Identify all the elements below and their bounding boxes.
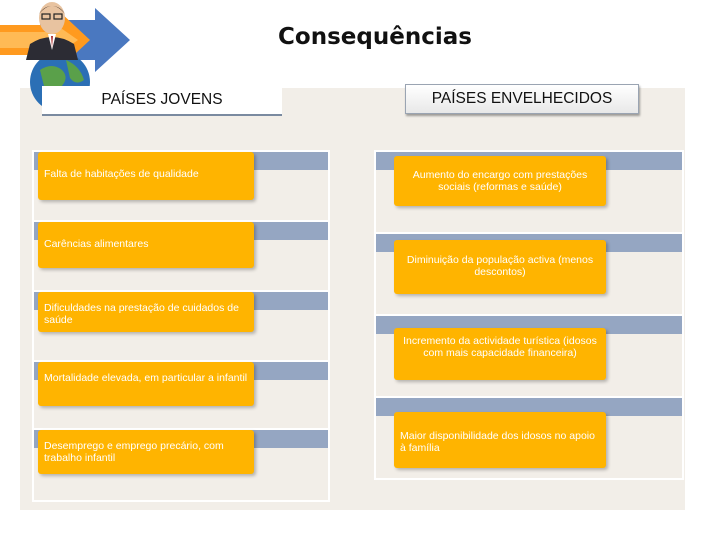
card-label: Diminuição da população activa (menos de… xyxy=(406,254,594,278)
frame-envelhecidos-4 xyxy=(374,396,684,480)
card-jovens-2: Carências alimentares xyxy=(38,222,254,268)
businessman-with-globe-and-arrows-icon xyxy=(0,2,130,112)
card-label: Falta de habitações de qualidade xyxy=(44,168,199,180)
card-label: Desemprego e emprego precário, com traba… xyxy=(44,440,224,464)
card-label: Incremento da actividade turística (idos… xyxy=(403,335,597,359)
card-label: Maior disponibilidade dos idosos no apoi… xyxy=(400,430,595,454)
card-jovens-5: Desemprego e emprego precário, com traba… xyxy=(38,430,254,474)
card-label: Dificuldades na prestação de cuidados de… xyxy=(44,302,239,326)
slide-title: Consequências xyxy=(278,24,472,50)
card-envelhecidos-2: Diminuição da população activa (menos de… xyxy=(394,240,606,294)
header-paises-envelhecidos: PAÍSES ENVELHECIDOS xyxy=(405,84,639,114)
card-label: Mortalidade elevada, em particular a inf… xyxy=(44,372,248,384)
card-label: Aumento do encargo com prestações sociai… xyxy=(412,169,588,193)
card-label: Carências alimentares xyxy=(44,238,149,250)
card-envelhecidos-3: Incremento da actividade turística (idos… xyxy=(394,328,606,380)
card-envelhecidos-1: Aumento do encargo com prestações sociai… xyxy=(394,156,606,206)
header-paises-jovens: PAÍSES JOVENS xyxy=(42,86,282,116)
card-jovens-4: Mortalidade elevada, em particular a inf… xyxy=(38,362,254,406)
card-jovens-3: Dificuldades na prestação de cuidados de… xyxy=(38,292,254,332)
card-envelhecidos-4: Maior disponibilidade dos idosos no apoi… xyxy=(394,412,606,468)
card-jovens-1: Falta de habitações de qualidade xyxy=(38,152,254,200)
